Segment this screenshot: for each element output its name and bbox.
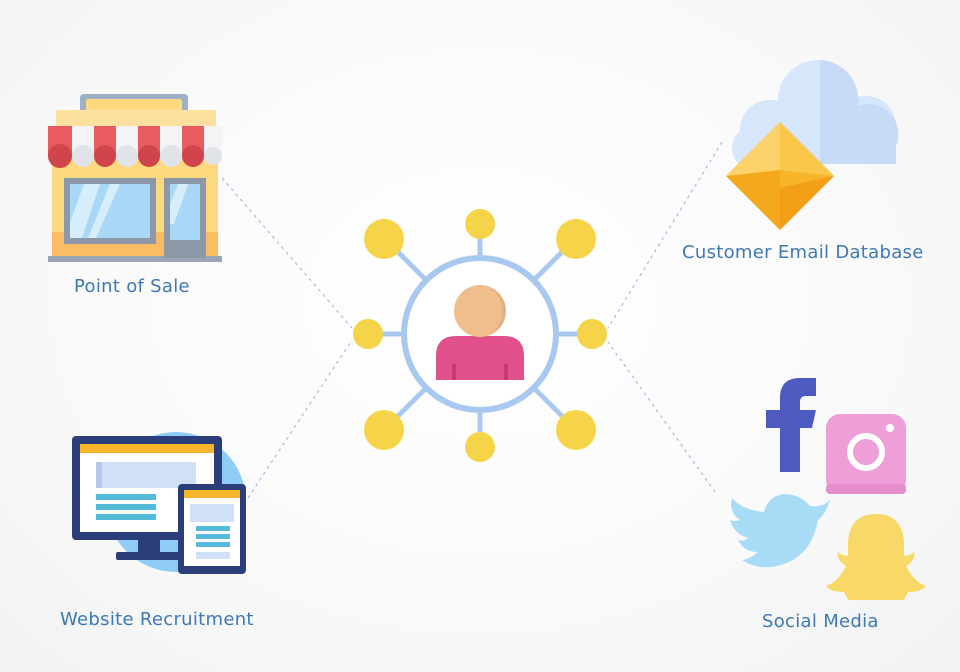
connector-pos (221, 177, 353, 329)
snapchat-icon (826, 514, 926, 600)
label-website-recruitment: Website Recruitment (60, 609, 254, 630)
email-cloud-icon (726, 60, 899, 230)
facebook-icon (766, 378, 816, 472)
connector-web (247, 339, 353, 499)
connectors (221, 141, 723, 499)
connector-social (607, 341, 716, 493)
instagram-icon (826, 414, 906, 494)
website-devices-icon (72, 432, 246, 574)
customer-network-icon (353, 209, 607, 462)
social-media-icons (730, 378, 926, 600)
label-social-media: Social Media (762, 611, 879, 632)
label-point-of-sale: Point of Sale (74, 276, 190, 297)
connector-email (607, 141, 723, 329)
twitter-icon (730, 494, 830, 568)
storefront-icon (48, 94, 222, 262)
label-customer-email-database: Customer Email Database (682, 242, 924, 263)
